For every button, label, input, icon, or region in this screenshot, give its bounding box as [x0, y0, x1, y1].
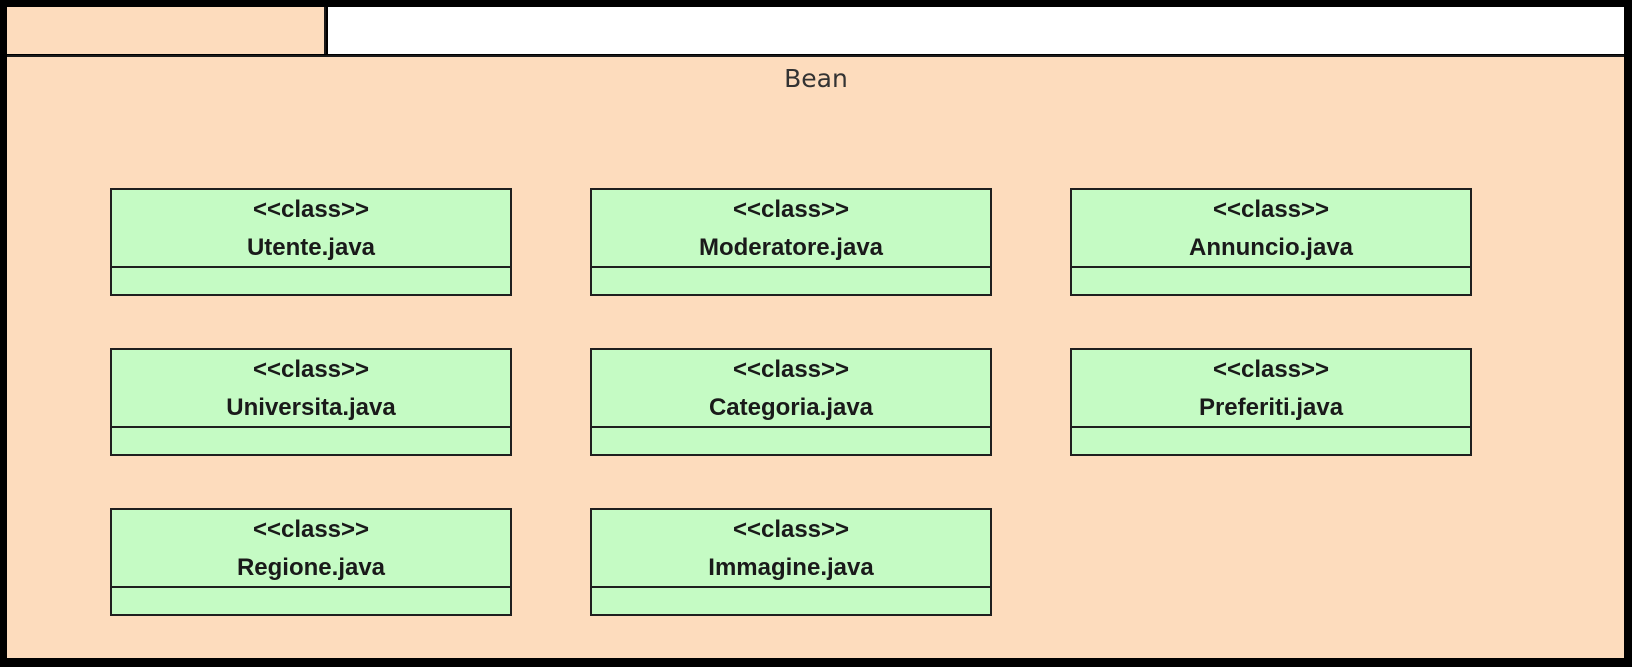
class-name: Utente.java — [246, 234, 376, 261]
class-header: <<class>> Categoria.java — [592, 350, 990, 428]
class-stereotype: <<class>> — [252, 516, 370, 543]
class-header: <<class>> Moderatore.java — [592, 190, 990, 268]
class-header: <<class>> Regione.java — [112, 510, 510, 588]
class-stereotype: <<class>> — [732, 356, 850, 383]
class-stereotype: <<class>> — [252, 196, 370, 223]
class-name: Moderatore.java — [698, 234, 884, 261]
package-header-strip — [328, 7, 1624, 54]
class-attributes-compartment — [592, 588, 990, 614]
class-box-annuncio[interactable]: <<class>> Annuncio.java — [1070, 188, 1472, 296]
class-box-universita[interactable]: <<class>> Universita.java — [110, 348, 512, 456]
class-attributes-compartment — [592, 428, 990, 454]
class-stereotype: <<class>> — [1212, 356, 1330, 383]
package-name: Bean — [784, 64, 848, 93]
class-stereotype: <<class>> — [1212, 196, 1330, 223]
package-tab — [7, 7, 326, 54]
class-header: <<class>> Utente.java — [112, 190, 510, 268]
class-header: <<class>> Annuncio.java — [1072, 190, 1470, 268]
class-stereotype: <<class>> — [732, 516, 850, 543]
class-name: Immagine.java — [708, 554, 874, 581]
class-attributes-compartment — [112, 428, 510, 454]
class-stereotype: <<class>> — [732, 196, 850, 223]
class-header: <<class>> Immagine.java — [592, 510, 990, 588]
class-name: Categoria.java — [708, 394, 874, 421]
class-header: <<class>> Preferiti.java — [1072, 350, 1470, 428]
class-box-categoria[interactable]: <<class>> Categoria.java — [590, 348, 992, 456]
class-name: Universita.java — [226, 394, 396, 421]
class-box-utente[interactable]: <<class>> Utente.java — [110, 188, 512, 296]
class-header: <<class>> Universita.java — [112, 350, 510, 428]
class-attributes-compartment — [1072, 268, 1470, 294]
class-attributes-compartment — [112, 588, 510, 614]
class-box-regione[interactable]: <<class>> Regione.java — [110, 508, 512, 616]
class-stereotype: <<class>> — [252, 356, 370, 383]
class-name: Preferiti.java — [1198, 394, 1344, 421]
class-name: Regione.java — [236, 554, 386, 581]
class-name: Annuncio.java — [1188, 234, 1354, 261]
class-attributes-compartment — [592, 268, 990, 294]
class-box-preferiti[interactable]: <<class>> Preferiti.java — [1070, 348, 1472, 456]
class-attributes-compartment — [1072, 428, 1470, 454]
class-attributes-compartment — [112, 268, 510, 294]
class-box-immagine[interactable]: <<class>> Immagine.java — [590, 508, 992, 616]
class-box-moderatore[interactable]: <<class>> Moderatore.java — [590, 188, 992, 296]
